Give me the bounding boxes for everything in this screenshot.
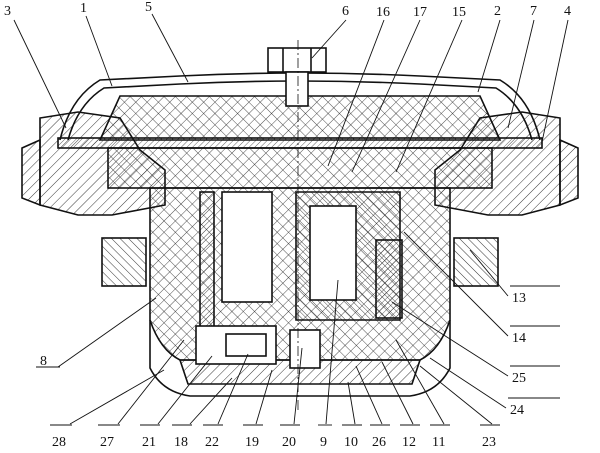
part-label-7: 7 bbox=[530, 4, 537, 19]
part-label-10: 10 bbox=[344, 435, 358, 450]
part-label-16: 16 bbox=[376, 5, 390, 20]
part-label-28: 28 bbox=[52, 435, 66, 450]
right-component bbox=[375, 239, 403, 319]
part-label-9: 9 bbox=[320, 435, 327, 450]
part-label-17: 17 bbox=[413, 5, 427, 20]
part-label-24: 24 bbox=[510, 403, 524, 418]
part-label-23: 23 bbox=[482, 435, 496, 450]
part-label-26: 26 bbox=[372, 435, 386, 450]
part-label-6: 6 bbox=[342, 4, 349, 19]
part-label-11: 11 bbox=[432, 435, 445, 450]
bottom-base bbox=[178, 359, 422, 385]
leader-lines bbox=[13, 13, 569, 425]
part-label-4: 4 bbox=[564, 4, 571, 19]
part-label-5: 5 bbox=[145, 0, 152, 15]
part-label-12: 12 bbox=[402, 435, 416, 450]
cover-dome bbox=[59, 72, 541, 141]
bottom-cup bbox=[149, 320, 451, 397]
part-label-27: 27 bbox=[100, 435, 114, 450]
part-label-3: 3 bbox=[4, 4, 11, 19]
part-label-8: 8 bbox=[40, 354, 47, 369]
part-label-1: 1 bbox=[80, 1, 87, 16]
part-label-20: 20 bbox=[282, 435, 296, 450]
part-label-25: 25 bbox=[512, 371, 526, 386]
connector-block bbox=[195, 325, 321, 369]
part-label-21: 21 bbox=[142, 435, 156, 450]
part-label-22: 22 bbox=[205, 435, 219, 450]
diaphragm-plate bbox=[57, 137, 543, 149]
upper-insulation bbox=[107, 147, 493, 189]
part-labels: 3 1 5 6 16 17 15 2 7 4 13 14 25 24 8 28 … bbox=[4, 0, 571, 450]
label-underlines bbox=[36, 285, 560, 426]
part-label-19: 19 bbox=[245, 435, 259, 450]
part-label-18: 18 bbox=[174, 435, 188, 450]
part-label-13: 13 bbox=[512, 291, 526, 306]
part-label-14: 14 bbox=[512, 331, 526, 346]
center-cavity bbox=[309, 205, 357, 301]
left-cavity bbox=[221, 191, 273, 303]
left-rod bbox=[199, 191, 215, 333]
part-label-15: 15 bbox=[452, 5, 466, 20]
top-bolt bbox=[267, 47, 327, 107]
side-clamps bbox=[101, 237, 499, 287]
part-label-2: 2 bbox=[494, 4, 501, 19]
